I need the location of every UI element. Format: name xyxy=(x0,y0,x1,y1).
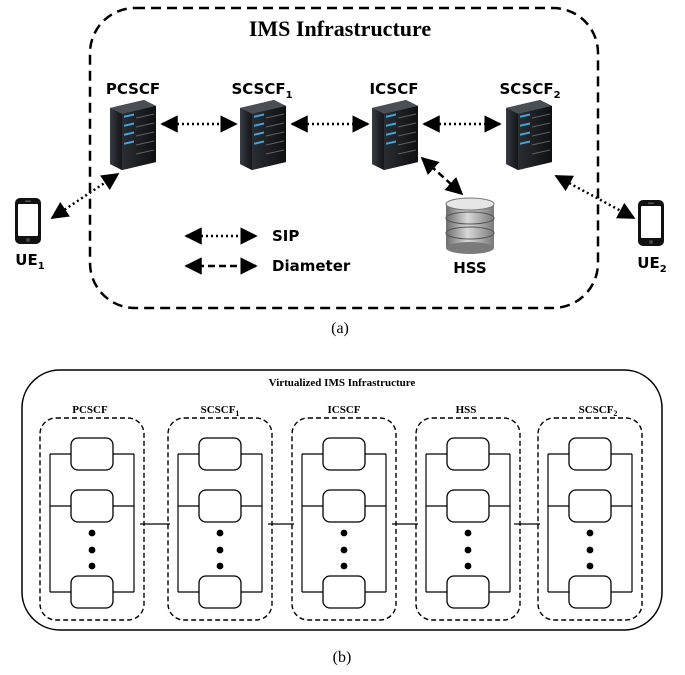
icscf-server-icon xyxy=(371,99,419,171)
ims-boundary xyxy=(88,6,600,310)
vnf-instance xyxy=(568,489,612,523)
ellipsis-dot xyxy=(586,562,594,570)
sip-link-scscf2-ue2 xyxy=(554,174,636,220)
vnf-instance xyxy=(198,489,242,523)
label-scscf1: SCSCF1 xyxy=(231,80,292,101)
vnf-instance xyxy=(70,575,114,609)
label-scscf2: SCSCF2 xyxy=(499,80,560,101)
cluster-boundary xyxy=(415,417,521,621)
cluster-pcscf xyxy=(39,417,145,621)
vnf-instance xyxy=(322,437,366,471)
vnf-instance xyxy=(70,437,114,471)
vnf-instance xyxy=(198,437,242,471)
vnf-instance xyxy=(568,437,612,471)
virtualized-boundary xyxy=(21,369,663,631)
legend: SIP Diameter xyxy=(184,227,351,275)
ellipsis-dot xyxy=(464,546,472,554)
scscf1-server-icon xyxy=(239,99,287,171)
legend-sip-label: SIP xyxy=(272,227,299,245)
vnf-instance xyxy=(446,575,490,609)
vnf-instance xyxy=(70,489,114,523)
caption-a: (a) xyxy=(331,320,349,337)
cluster-label-icscf: ICSCF xyxy=(327,404,360,416)
ellipsis-dot xyxy=(216,562,224,570)
ellipsis-dot xyxy=(88,562,96,570)
ellipsis-dot xyxy=(464,529,472,537)
legend-diameter-label: Diameter xyxy=(272,257,351,275)
vnf-instance xyxy=(322,575,366,609)
label-ue2: UE2 xyxy=(637,254,666,275)
ellipsis-dot xyxy=(340,546,348,554)
pcscf-server-icon xyxy=(109,99,157,171)
vnf-instance xyxy=(446,437,490,471)
cluster-scscf2 xyxy=(537,417,643,621)
ellipsis-dot xyxy=(88,529,96,537)
ellipsis-dot xyxy=(586,546,594,554)
cluster-label-pcscf: PCSCF xyxy=(72,404,108,416)
ellipsis-dot xyxy=(464,562,472,570)
ellipsis-dot xyxy=(586,529,594,537)
label-icscf: ICSCF xyxy=(370,80,419,98)
cluster-scscf1 xyxy=(167,417,273,621)
vnf-instance xyxy=(446,489,490,523)
cluster-icscf xyxy=(291,417,397,621)
cluster-boundary xyxy=(39,417,145,621)
cluster-boundary xyxy=(537,417,643,621)
ellipsis-dot xyxy=(216,529,224,537)
vnf-instance xyxy=(568,575,612,609)
diagram-a-title: IMS Infrastructure xyxy=(249,16,432,41)
vnf-clusters xyxy=(39,417,643,621)
ellipsis-dot xyxy=(88,546,96,554)
diagram-a: IMS Infrastructure PCSCF SCSCF1 ICSCF SC… xyxy=(15,6,667,337)
scscf2-server-icon xyxy=(505,99,553,171)
diagram-b: Virtualized IMS Infrastructure PCSCF SCS… xyxy=(21,369,663,666)
label-hss: HSS xyxy=(453,259,487,277)
cluster-boundary xyxy=(167,417,273,621)
diagram-b-title: Virtualized IMS Infrastructure xyxy=(269,377,416,389)
caption-b: (b) xyxy=(333,649,352,666)
cluster-boundary xyxy=(291,417,397,621)
label-pcscf: PCSCF xyxy=(106,80,160,98)
cluster-label-hss: HSS xyxy=(456,404,477,416)
ellipsis-dot xyxy=(340,562,348,570)
hss-database-icon xyxy=(445,197,495,254)
cluster-label-scscf1: SCSCF1 xyxy=(201,404,240,418)
ellipsis-dot xyxy=(340,529,348,537)
vnf-instance xyxy=(198,575,242,609)
cluster-label-scscf2: SCSCF2 xyxy=(579,404,618,418)
vnf-instance xyxy=(322,489,366,523)
ellipsis-dot xyxy=(216,546,224,554)
sip-link-ue1-pcscf xyxy=(50,172,120,220)
label-ue1: UE1 xyxy=(15,251,44,272)
cluster-hss xyxy=(415,417,521,621)
ue2-phone-icon xyxy=(638,200,664,246)
ue1-phone-icon xyxy=(15,198,41,244)
diameter-link-icscf-hss xyxy=(420,156,464,196)
